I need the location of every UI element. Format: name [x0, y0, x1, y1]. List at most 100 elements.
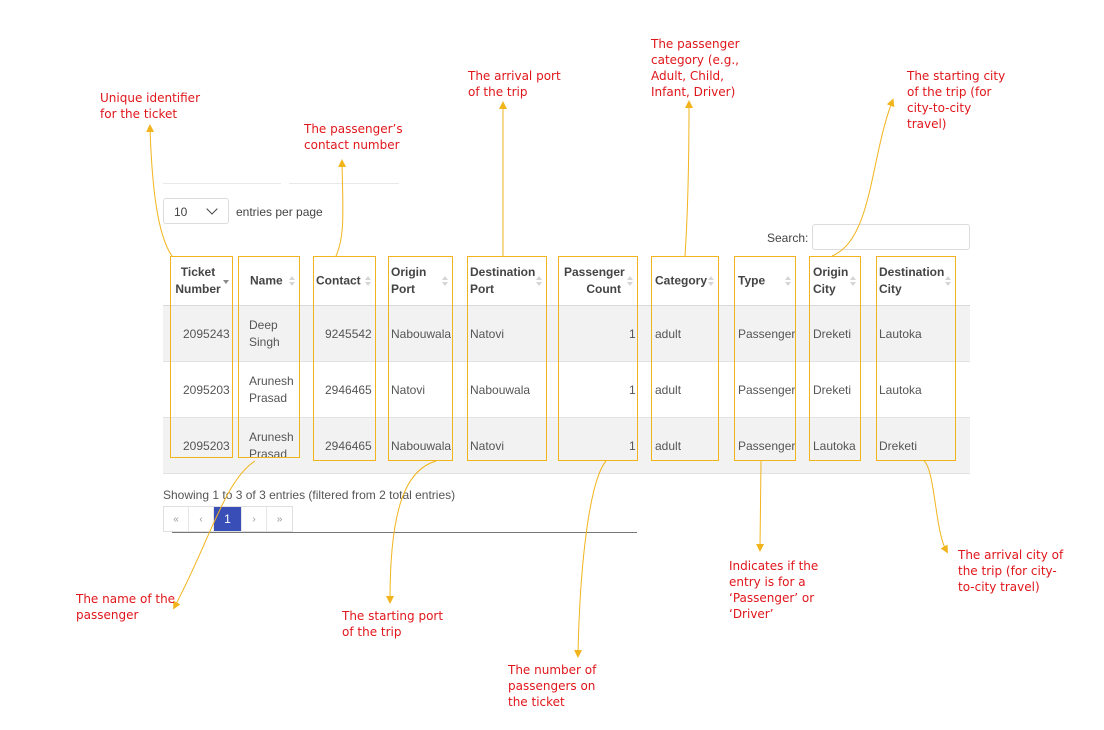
- annotation-line: contact number: [304, 138, 400, 152]
- pager-underline: [172, 532, 637, 533]
- annotation-line: Indicates if the: [729, 559, 819, 573]
- annotation-line: Unique identifier: [100, 91, 200, 105]
- cell-passenger-count: 1: [629, 327, 636, 341]
- header-label-line: Origin: [813, 265, 849, 279]
- connector-destination-city: [923, 460, 948, 554]
- connector-ticket-number: [146, 124, 173, 257]
- cell-destination-city: Lautoka: [879, 383, 922, 397]
- cell-name-first: Deep: [249, 318, 278, 332]
- connector-category: [684, 100, 693, 257]
- cell-origin-city: Lautoka: [813, 439, 856, 453]
- highlight-box-destination-port: [467, 256, 547, 461]
- pager-next-button[interactable]: ›: [242, 507, 267, 531]
- annotation-line: of the trip: [342, 625, 402, 639]
- sort-icon: [365, 276, 371, 286]
- annotation-line: Adult, Child,: [651, 69, 724, 83]
- pager-page-button[interactable]: 1: [214, 507, 242, 531]
- header-label-line: Destination: [470, 265, 536, 279]
- column-header-contact[interactable]: Contact: [313, 258, 375, 304]
- annotation-line: city-to-city: [907, 101, 972, 115]
- cell-destination-port: Nabouwala: [470, 383, 531, 397]
- annotation-line: Infant, Driver): [651, 85, 736, 99]
- sort-icon: [945, 276, 951, 286]
- pager-prev-button[interactable]: ‹: [189, 507, 214, 531]
- cell-category: adult: [655, 383, 682, 397]
- annotation-line: of the trip: [468, 85, 528, 99]
- cell-origin-port: Nabouwala: [391, 439, 452, 453]
- annotation-line: ‘Passenger’ or: [729, 591, 815, 605]
- annotation-line: The name of the: [76, 592, 176, 606]
- header-label-line: Port: [470, 282, 494, 296]
- annotation-line: the trip (for city-: [958, 564, 1057, 578]
- connector-passenger-count: [574, 460, 607, 658]
- annotation-line: The starting port: [342, 609, 444, 623]
- cell-name-first: Arunesh: [249, 430, 294, 444]
- row-divider: [163, 361, 970, 362]
- cell-type: Passenger: [738, 383, 796, 397]
- connector-name: [173, 460, 256, 610]
- header-label-line: Origin: [391, 265, 427, 279]
- cell-ticket-number: 2095203: [183, 383, 230, 397]
- entries-per-page-value: 10: [174, 205, 188, 219]
- cell-name-last: Prasad: [249, 391, 288, 405]
- pager-last-button[interactable]: »: [276, 513, 283, 525]
- sort-icon: [627, 276, 633, 286]
- highlight-box-name: [238, 256, 300, 458]
- header-label-line: City: [879, 282, 902, 296]
- highlight-box-ticket-number: [170, 256, 233, 458]
- column-header-type[interactable]: Type: [734, 258, 795, 304]
- header-label-line: Ticket: [180, 265, 216, 279]
- cell-type: Passenger: [738, 327, 796, 341]
- header-label-line: Contact: [316, 273, 361, 288]
- column-header-category[interactable]: Category: [651, 258, 718, 304]
- sort-desc-icon: [223, 276, 229, 286]
- connector-origin-port: [386, 460, 437, 604]
- entries-per-page-select[interactable]: 10: [163, 198, 229, 224]
- annotation-origin-port: The starting port of the trip: [342, 608, 443, 640]
- header-label-line: Type: [738, 273, 766, 288]
- sort-icon: [708, 276, 714, 286]
- cell-type: Passenger: [738, 439, 796, 453]
- row-divider: [163, 417, 970, 418]
- cell-destination-city: Dreketi: [879, 439, 918, 453]
- header-label-line: Category: [655, 273, 708, 288]
- header-label-line: Count: [586, 282, 621, 296]
- annotation-line: of the trip (for: [907, 85, 992, 99]
- top-divider-right: [289, 183, 399, 184]
- header-label-line: Name: [250, 273, 283, 288]
- chevron-down-icon: [206, 203, 218, 215]
- header-label-line: Number: [175, 282, 221, 296]
- header-label-line: City: [813, 282, 836, 296]
- column-header-name[interactable]: Name: [238, 258, 299, 304]
- cell-passenger-count: 1: [629, 439, 636, 453]
- connector-contact: [335, 159, 347, 257]
- cell-ticket-number: 2095243: [183, 327, 230, 341]
- cell-contact: 9245542: [325, 327, 372, 341]
- annotation-line: The number of: [508, 663, 597, 677]
- cell-destination-port: Natovi: [470, 439, 505, 453]
- cell-ticket-number: 2095203: [183, 439, 230, 453]
- cell-destination-city: Lautoka: [879, 327, 922, 341]
- row-divider: [163, 473, 970, 474]
- highlight-box-origin-city: [809, 256, 861, 461]
- annotation-line: the ticket: [508, 695, 565, 709]
- highlight-box-category: [651, 256, 719, 461]
- cell-name-first: Arunesh: [249, 374, 294, 388]
- sort-icon: [536, 276, 542, 286]
- pager-first-button[interactable]: «: [164, 507, 189, 531]
- annotation-line: The arrival city of: [958, 548, 1064, 562]
- search-input[interactable]: [812, 224, 970, 250]
- cell-origin-port: Nabouwala: [391, 327, 452, 341]
